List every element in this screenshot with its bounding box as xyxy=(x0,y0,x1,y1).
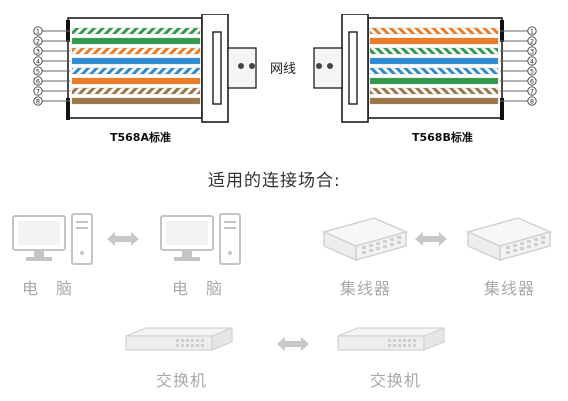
t568a-connector: 1 2 3 4 5 6 7 8 xyxy=(30,14,260,132)
t568a-wire-green xyxy=(71,37,201,45)
t568a-contact-bar xyxy=(66,98,70,120)
device-label: 集线器 xyxy=(340,279,392,298)
t568b-wire-white-green xyxy=(369,47,499,55)
t568a-wire-white-blue xyxy=(71,67,201,75)
t568b-pin-marker xyxy=(527,96,537,106)
t568a-wire-brown xyxy=(71,97,201,105)
device-label: 交换机 xyxy=(156,371,208,390)
t568b-wire-blue xyxy=(369,57,499,65)
t568b-wire-white-blue xyxy=(369,67,499,75)
t568a-latch xyxy=(212,31,222,105)
t568b-contact-bar xyxy=(500,98,504,120)
t568a-pin-number: 7 xyxy=(36,88,40,96)
t568b-pin-marker xyxy=(527,66,537,76)
t568b-pin-marker xyxy=(527,76,537,86)
t568b-pin-number: 3 xyxy=(530,48,534,56)
t568b-wire-green xyxy=(369,77,499,85)
device-label: 电 脑 xyxy=(22,279,74,298)
hub-icon xyxy=(466,216,552,262)
cable-dots-right xyxy=(315,62,337,70)
t568b-pin-number: 8 xyxy=(530,98,534,106)
switch-icon xyxy=(122,326,236,356)
t568a-pin-marker xyxy=(33,36,43,46)
t568a-pin-marker xyxy=(33,66,43,76)
t568b-connector: 1 2 3 4 5 6 7 8 xyxy=(310,14,540,132)
double-arrow-icon xyxy=(106,230,140,248)
t568b-wire-brown xyxy=(369,97,499,105)
double-arrow-icon xyxy=(414,230,448,248)
t568a-pin-marker xyxy=(33,46,43,56)
computer-icon xyxy=(12,213,94,265)
t568a-pin-number: 2 xyxy=(36,38,40,46)
t568b-pin-marker xyxy=(527,56,537,66)
t568a-wire-white-green xyxy=(71,27,201,35)
t568a-pin-marker xyxy=(33,26,43,36)
computer-icon xyxy=(160,213,242,265)
t568a-wire-blue xyxy=(71,57,201,65)
t568b-wire-white-brown xyxy=(369,87,499,95)
t568b-pin-marker xyxy=(527,26,537,36)
t568a-wire-white-orange xyxy=(71,47,201,55)
t568a-pin-marker xyxy=(33,76,43,86)
device-label: 集线器 xyxy=(484,279,536,298)
t568a-pin-marker xyxy=(33,56,43,66)
t568b-pin-number: 1 xyxy=(530,28,534,36)
t568a-wire-white-brown xyxy=(71,87,201,95)
cable-label: 网线 xyxy=(270,62,297,77)
t568b-pin-number: 5 xyxy=(530,68,534,76)
scenarios-title: 适用的连接场合: xyxy=(208,171,341,191)
t568a-plug-drawing: 1 2 3 4 5 6 7 8 xyxy=(33,14,257,123)
t568b-pin-number: 2 xyxy=(530,38,534,46)
t568b-wire-orange xyxy=(369,37,499,45)
hub-icon xyxy=(322,216,408,262)
t568a-pin-marker xyxy=(33,86,43,96)
t568a-pin-number: 1 xyxy=(36,28,40,36)
t568a-pin-marker xyxy=(33,96,43,106)
device-label: 电 脑 xyxy=(172,279,224,298)
t568b-pin-number: 7 xyxy=(530,88,534,96)
t568b-pin-marker xyxy=(527,86,537,96)
t568a-caption: T568A标准 xyxy=(110,131,171,144)
device-label: 交换机 xyxy=(370,371,422,390)
t568a-wire-orange xyxy=(71,77,201,85)
switch-icon xyxy=(334,326,448,356)
t568b-pin-number: 6 xyxy=(530,78,534,86)
double-arrow-icon xyxy=(276,335,310,353)
t568b-pin-marker xyxy=(527,46,537,56)
t568b-latch xyxy=(348,31,358,105)
cable-dots-left xyxy=(237,62,259,70)
t568a-pin-number: 5 xyxy=(36,68,40,76)
t568b-wire-white-orange xyxy=(369,27,499,35)
t568a-pin-number: 3 xyxy=(36,48,40,56)
t568b-caption: T568B标准 xyxy=(412,131,473,144)
t568b-pin-marker xyxy=(527,36,537,46)
t568a-pin-number: 4 xyxy=(36,58,40,66)
t568b-plug-drawing: 1 2 3 4 5 6 7 8 xyxy=(313,14,537,123)
t568a-pin-number: 6 xyxy=(36,78,40,86)
t568a-pin-number: 8 xyxy=(36,98,40,106)
t568b-pin-number: 4 xyxy=(530,58,534,66)
